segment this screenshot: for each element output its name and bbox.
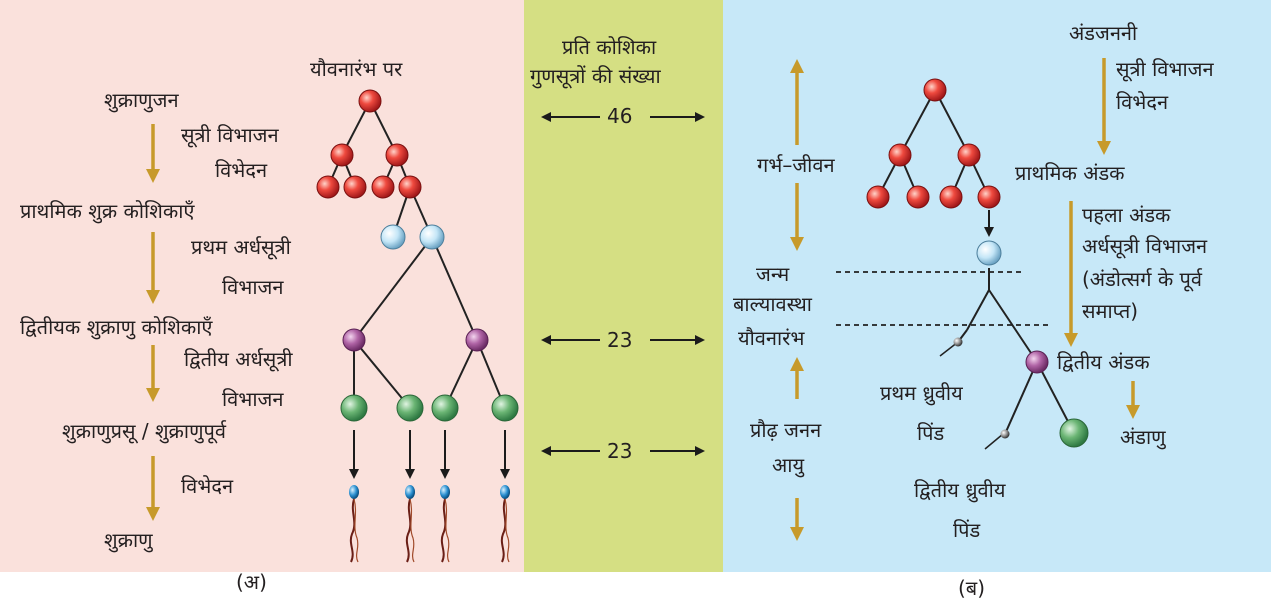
label-oogonia: अंडजननी: [1069, 21, 1138, 45]
count-46: 46: [607, 104, 633, 128]
chromosome-header-line2: गुणसूत्रों की संख्या: [530, 64, 661, 88]
label-first-meiosis-line4: समाप्त): [1082, 299, 1139, 323]
step-meiosis-1-line1: प्रथम अर्धसूत्री: [191, 235, 291, 259]
step-meiosis-2-line2: विभाजन: [222, 387, 284, 411]
step-primary-spermatocytes: प्राथमिक शुक्र कोशिकाएँ: [20, 199, 195, 223]
panel-oogenesis: [723, 0, 1271, 572]
step-secondary-spermatocytes: द्वितीयक शुक्राणु कोशिकाएँ: [20, 315, 213, 339]
label-fetal-life: गर्भ–जीवन: [757, 153, 835, 177]
label-differentiation-b: विभेदन: [1116, 90, 1169, 114]
panel-spermatogenesis: [0, 0, 524, 572]
step-differentiation-2: विभेदन: [181, 474, 234, 498]
first-polar-body: [953, 337, 963, 347]
label-reproductive-age-line1: प्रौढ़ जनन: [750, 418, 822, 442]
label-puberty-b: यौवनारंभ: [738, 326, 805, 350]
step-sperm: शुक्राणु: [104, 528, 153, 552]
label-reproductive-age-line2: आयु: [772, 453, 805, 477]
label-first-meiosis-line1: पहला अंडक: [1082, 203, 1171, 227]
step-meiosis-1-line2: विभाजन: [222, 275, 284, 299]
differentiation-arrows: [349, 430, 510, 479]
step-mitosis: सूत्री विभाजन: [181, 123, 279, 147]
second-polar-body: [1000, 429, 1010, 439]
label-mitosis-b: सूत्री विभाजन: [1116, 57, 1214, 81]
oogonia-cells: [866, 78, 1001, 209]
label-first-meiosis-line3: (अंडोत्सर्ग के पूर्व: [1082, 267, 1203, 291]
secondary-oocyte-cell: [1025, 350, 1049, 374]
label-ovum: अंडाणु: [1120, 425, 1166, 449]
spermatogenesis-tree: [327, 100, 506, 409]
label-primary-oocyte: प्राथमिक अंडक: [1015, 161, 1125, 185]
caption-b: (ब): [958, 576, 986, 600]
label-secondary-oocyte: द्वितीय अंडक: [1057, 350, 1150, 374]
count-arrows: [541, 112, 705, 456]
primary-spermatocyte-cells: [380, 224, 445, 250]
label-first-polar-body-line2: पिंड: [917, 421, 945, 445]
label-birth: जन्म: [756, 262, 790, 286]
caption-a: (अ): [236, 570, 267, 594]
label-childhood: बाल्यावस्था: [733, 292, 812, 316]
sperm-cells: [349, 485, 510, 563]
count-23-first: 23: [607, 328, 633, 352]
chromosome-header-line1: प्रति कोशिका: [562, 35, 657, 59]
step-spermatogonia: शुक्राणुजन: [104, 88, 179, 112]
spermatid-cells: [340, 394, 519, 422]
count-23-second: 23: [607, 439, 633, 463]
primary-oocyte-cell: [976, 240, 1002, 266]
label-first-meiosis-line2: अर्धसूत्री विभाजन: [1082, 234, 1208, 258]
label-first-polar-body-line1: प्रथम ध्रुवीय: [880, 381, 963, 405]
puberty-label-a: यौवनारंभ पर: [310, 57, 403, 81]
label-second-polar-body-line1: द्वितीय ध्रुवीय: [914, 478, 1006, 502]
spermatogonia-cells: [316, 89, 422, 199]
step-differentiation: विभेदन: [215, 158, 268, 182]
panel-b-timeline-arrows: [790, 58, 1140, 541]
step-spermatids: शुक्राणुप्रसू / शुक्राणुपूर्व: [62, 419, 227, 443]
ovum-cell: [1059, 418, 1089, 448]
panel-chromosome-count: [524, 0, 723, 572]
stage-boundary-lines: [836, 271, 1050, 326]
step-meiosis-2-line1: द्वितीय अर्धसूत्री: [184, 347, 293, 371]
label-second-polar-body-line2: पिंड: [953, 518, 981, 542]
secondary-spermatocyte-cells: [342, 328, 489, 352]
